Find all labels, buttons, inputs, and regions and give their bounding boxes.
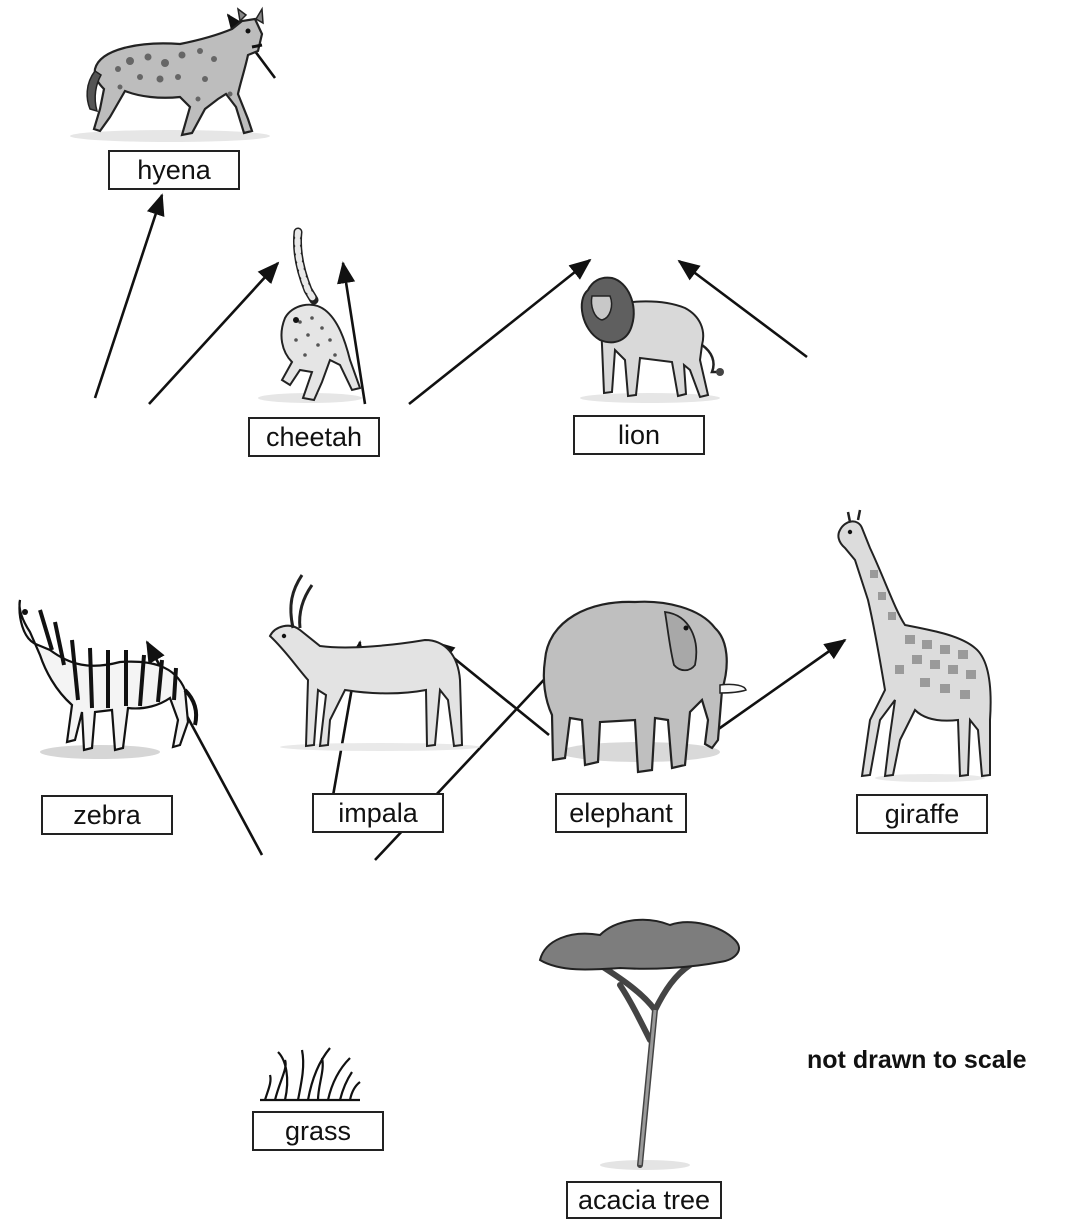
scale-note: not drawn to scale bbox=[807, 1046, 1026, 1075]
label-elephant: elephant bbox=[555, 793, 687, 833]
arrow-zebra-to-hyena bbox=[95, 195, 162, 398]
label-giraffe: giraffe bbox=[856, 794, 988, 834]
label-hyena: hyena bbox=[108, 150, 240, 190]
label-impala: impala bbox=[312, 793, 444, 833]
label-acacia-tree: acacia tree bbox=[566, 1181, 722, 1219]
arrow-zebra-to-cheetah bbox=[149, 263, 278, 404]
label-cheetah: cheetah bbox=[248, 417, 380, 457]
label-lion: lion bbox=[573, 415, 705, 455]
zebra-illustration bbox=[19, 600, 196, 759]
cheetah-illustration bbox=[258, 232, 362, 403]
grass-illustration bbox=[260, 1048, 360, 1100]
hyena-illustration bbox=[70, 9, 270, 142]
elephant-illustration bbox=[544, 602, 746, 772]
giraffe-illustration bbox=[838, 510, 990, 782]
label-grass: grass bbox=[252, 1111, 384, 1151]
impala-illustration bbox=[270, 575, 480, 751]
arrow-impala-to-lion bbox=[409, 260, 590, 404]
lion-illustration bbox=[580, 278, 724, 403]
acacia-tree-illustration bbox=[540, 920, 739, 1170]
label-zebra: zebra bbox=[41, 795, 173, 835]
